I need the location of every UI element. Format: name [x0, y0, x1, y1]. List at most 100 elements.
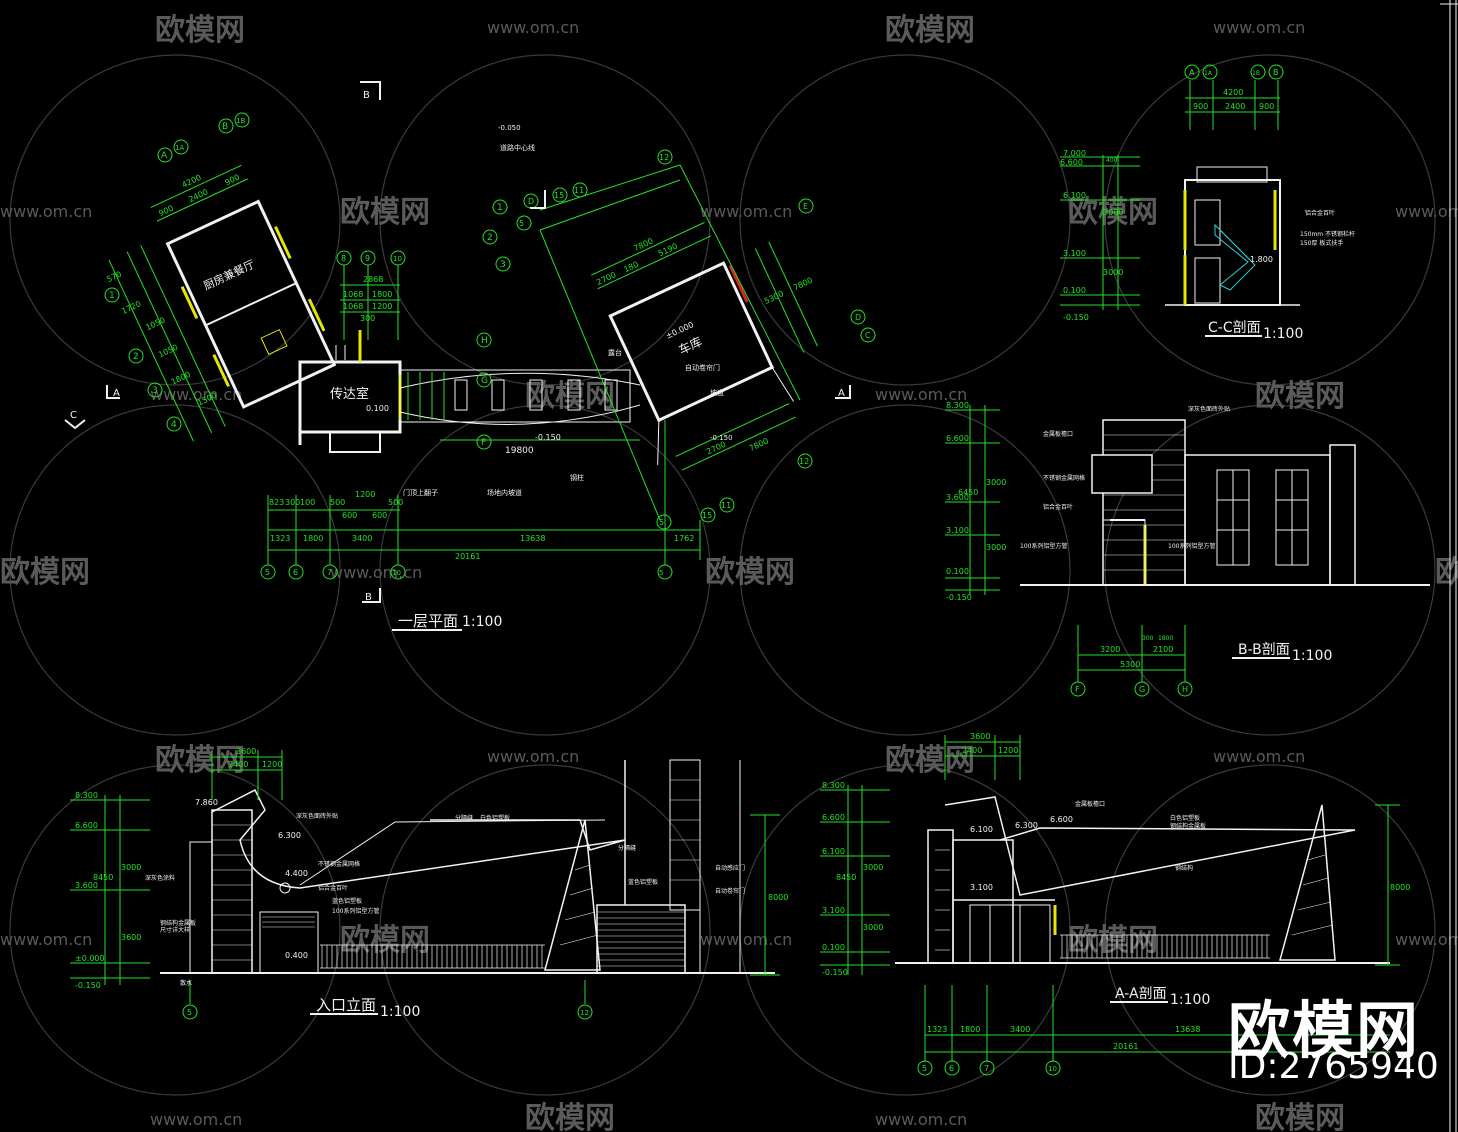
dim: 2400	[1225, 102, 1245, 111]
level: 6.600	[822, 813, 845, 822]
watermark-text-layer: 欧模网 欧模网 欧模网 欧模网 欧模网 欧模网 欧模网 欧模网 欧模网 欧模网 …	[0, 13, 1458, 1132]
level: 7.860	[195, 798, 218, 807]
dim: 1200	[262, 760, 282, 769]
dim: 1200	[998, 746, 1018, 755]
level-corridor: -0.150	[535, 433, 561, 442]
grid-label: G	[1139, 685, 1145, 694]
watermark-logo: 欧模网	[705, 555, 795, 590]
grid-label: E	[803, 202, 808, 211]
level: 6.300	[1015, 821, 1038, 830]
watermark-url: www.om.cn	[487, 747, 579, 766]
level: -0.150	[75, 981, 101, 990]
watermark-logo: 欧模网	[0, 555, 90, 590]
level-note: -0.050	[498, 124, 521, 132]
watermark-logo: 欧模网	[1068, 195, 1158, 230]
grid-label: 5	[519, 219, 524, 228]
watermark-url: www.om.cn	[150, 385, 242, 404]
entry-scale: 1:100	[380, 1004, 420, 1020]
note: 不锈钢金属网格	[1043, 474, 1085, 482]
dim-mid: 1800	[372, 290, 392, 299]
cc-scale: 1:100	[1263, 326, 1303, 342]
grid-label: 5	[265, 568, 270, 577]
watermark-url: www.om.cn	[700, 930, 792, 949]
level: 6.100	[970, 825, 993, 834]
level-note: -0.150	[710, 434, 733, 442]
grid-label: H	[1182, 685, 1188, 694]
note: 白色铝塑板	[480, 814, 510, 822]
dim-top-small2: 600	[372, 511, 387, 520]
grid-label: G	[481, 376, 488, 386]
watermark-logo: 欧模网	[525, 1101, 615, 1132]
dim-corridor: 19800	[505, 446, 534, 456]
aa-notes: 金属板檐口 白色铝塑板 钢结构金属板 钢结构	[1075, 800, 1206, 872]
level: 6.100	[1063, 191, 1086, 200]
grid-label: D	[528, 197, 534, 206]
dim-top-small: 500	[388, 498, 403, 507]
grid-label: 8	[341, 254, 346, 263]
section-mark-a: A	[113, 388, 120, 399]
watermark-logo: 欧模网	[885, 743, 975, 778]
plan-title: 一层平面	[398, 612, 458, 630]
note: 自动卷帘门	[715, 887, 745, 895]
note: 尺寸详大样	[160, 926, 190, 934]
watermark-url: www.om.cn	[150, 1110, 242, 1129]
aa-scale: 1:100	[1170, 992, 1210, 1008]
grid-label: F	[1075, 685, 1080, 694]
dim-top-small: 823	[269, 498, 284, 507]
grid-label: 10	[393, 255, 402, 263]
cc-notes: 铝合金百叶 150mm 不锈钢栏杆 150厚 板式扶手	[1300, 209, 1355, 247]
level: 6.100	[822, 847, 845, 856]
note: 自动卷帘门	[685, 363, 720, 372]
dim: 3600	[970, 732, 990, 741]
level: 3.600	[946, 493, 969, 502]
fence	[1061, 935, 1268, 958]
grid-label: D	[855, 313, 861, 322]
dim: 2100	[1153, 645, 1173, 654]
grid-label: 1A	[1204, 70, 1213, 77]
dim-total: 20161	[455, 552, 480, 561]
guard-top-dims: 2868 1068 1800 1068 1200 300 8 9 10	[336, 250, 406, 340]
dim-top-small2: 600	[342, 511, 357, 520]
level: 3.600	[75, 881, 98, 890]
dim-mid: 1200	[372, 302, 392, 311]
note: 100系列铝型方管	[1020, 542, 1067, 550]
dim: 6450	[958, 488, 978, 497]
grid-label: 11	[721, 501, 731, 510]
grid-label: C	[865, 331, 871, 340]
dim: 20161	[1113, 1042, 1138, 1051]
bb-levels: 8.300 6.600 3.600 3.100 0.100 -0.150 645…	[945, 401, 1006, 602]
entry-levels: 8.300 6.600 3.600 ±0.000 -0.150 7.860 6.…	[70, 791, 788, 1020]
watermark-logo: 欧模网	[525, 379, 615, 414]
grid-label: B	[1273, 68, 1279, 77]
grid-label: 1A	[175, 144, 184, 152]
section-mark-c: C	[70, 410, 77, 421]
grid-label: H	[481, 336, 488, 346]
bb-section: 8.300 6.600 3.600 3.100 0.100 -0.150 645…	[945, 401, 1430, 697]
watermark-url: www.om.cn	[875, 385, 967, 404]
dim: 3000	[121, 863, 141, 872]
dim: 4200	[1223, 88, 1243, 97]
grid-label: 2	[487, 233, 493, 243]
dim-left: 3000	[1103, 208, 1123, 217]
note: 散水	[180, 979, 192, 987]
dim: 8450	[93, 873, 113, 882]
section-mark-a: A	[838, 388, 845, 399]
entry-notes: 深灰色面砖外贴 白色铝塑板 分隔缝 深灰色涂料 不锈钢金属网格 铝合金百叶 蓝色…	[145, 812, 745, 987]
level-guard: 0.100	[366, 404, 389, 413]
note: 钢柱	[570, 473, 584, 482]
note: 露台	[608, 348, 622, 357]
dim: 900	[1193, 102, 1208, 111]
note: 铝合金百叶	[1305, 209, 1335, 217]
note: 铝合金百叶	[1043, 503, 1073, 511]
note: 铝合金百叶	[318, 884, 348, 892]
grid-label: 3	[152, 386, 158, 396]
watermark-id: ID:2765940	[1228, 1046, 1439, 1087]
room-guard: 传达室	[330, 386, 369, 402]
note: 金属板檐口	[1075, 800, 1105, 808]
dim: 5300	[1120, 660, 1140, 669]
dim-top-small: 100	[300, 498, 315, 507]
dim: 1323	[927, 1025, 947, 1034]
cc-title: C-C剖面	[1208, 320, 1261, 336]
level: 8.300	[946, 401, 969, 410]
watermark-logo: 欧模网	[885, 13, 975, 48]
